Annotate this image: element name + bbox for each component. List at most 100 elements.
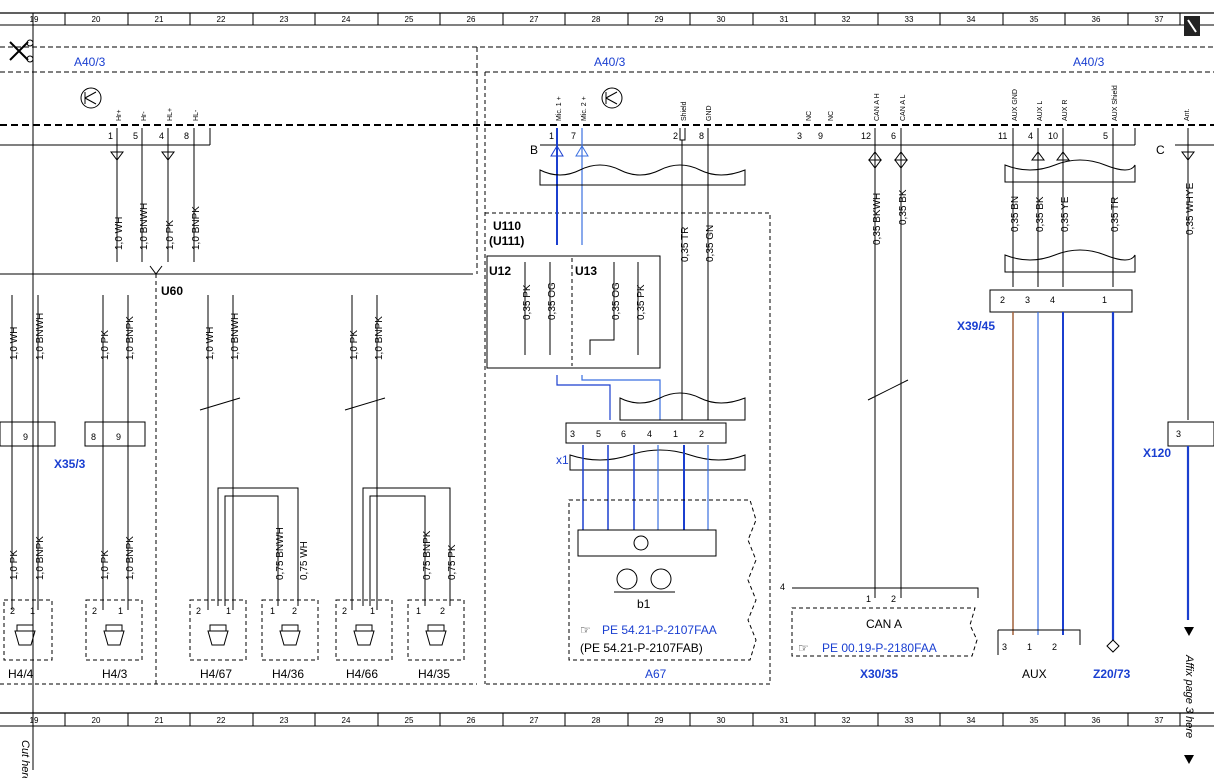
- ruler-number: 29: [655, 716, 664, 725]
- x35-label: X35/3: [54, 457, 86, 471]
- pin-number: 1: [30, 606, 35, 616]
- pin-number: 4: [647, 429, 652, 439]
- wire-label: 1,0 BNPK: [125, 316, 136, 360]
- mic-wires: [539, 128, 746, 420]
- pin-number: 5: [1103, 131, 1108, 141]
- speaker-h44: [3, 599, 53, 661]
- ruler-number: 37: [1155, 15, 1164, 24]
- u12-label: U12: [489, 264, 511, 278]
- left-top-wires: [0, 128, 473, 684]
- pin-number: 1: [270, 606, 275, 616]
- pin-number: 2: [10, 606, 15, 616]
- ruler-number: 37: [1155, 716, 1164, 725]
- wire-label: 0,35 TR: [680, 227, 691, 262]
- transistor-icon: [601, 87, 623, 109]
- reference-icon: ☞: [798, 641, 809, 655]
- wire-label: 0,75 BNPK: [422, 530, 433, 580]
- ruler-number: 26: [467, 15, 476, 24]
- x39-label: X39/45: [957, 319, 995, 333]
- top-ruler: 19 20 21 22 23 24 25 26 27 28 29 30 31 3…: [0, 12, 1214, 36]
- wire-label: 0,35 BN: [1010, 196, 1021, 232]
- ruler-number: 28: [592, 716, 601, 725]
- ruler-number: 25: [405, 15, 414, 24]
- ruler-number: 34: [967, 15, 976, 24]
- pin-name: Shield: [681, 101, 688, 121]
- a67-component: [568, 499, 757, 661]
- pe-can-link[interactable]: PE 00.19-P-2180FAA: [822, 641, 937, 655]
- wire-label: 0,35 BK: [1035, 196, 1046, 232]
- speaker-h467: [189, 599, 247, 661]
- a40-left-label: A40/3: [74, 55, 106, 69]
- pin-number: 2: [891, 594, 896, 604]
- pe-a67-link[interactable]: PE 54.21-P-2107FAA: [602, 623, 717, 637]
- u111-label: (U111): [489, 234, 524, 248]
- wire-label: 0,75 WH: [299, 541, 310, 580]
- pin-number: 8: [699, 131, 704, 141]
- ruler-number: 32: [842, 716, 851, 725]
- wire-label: 0,35 OG: [611, 282, 622, 320]
- speaker-label: H4/35: [418, 667, 450, 681]
- pin-name: NC: [828, 111, 835, 121]
- reference-icon: ☞: [580, 623, 591, 637]
- a67-label: A67: [645, 667, 667, 681]
- pin-number: 6: [621, 429, 626, 439]
- ruler-number: 27: [530, 15, 539, 24]
- ruler-number: 21: [155, 15, 164, 24]
- pin-number: 1: [673, 429, 678, 439]
- aux-label: AUX: [1022, 667, 1047, 681]
- speaker-h466: [335, 599, 393, 661]
- pin-number: 1: [866, 594, 871, 604]
- speaker-label: H4/3: [102, 667, 128, 681]
- wire-label: 1,0 BNPK: [374, 316, 385, 360]
- pin-number: 10: [1048, 131, 1058, 141]
- pin-number: 5: [596, 429, 601, 439]
- ruler-number: 20: [92, 716, 101, 725]
- wire-label: 1,0 BNWH: [35, 313, 46, 360]
- pin-number: 7: [571, 131, 576, 141]
- transistor-icon: [80, 87, 102, 109]
- wire-label: 0,35 BKWH: [872, 193, 883, 245]
- speaker-h43: [85, 599, 143, 661]
- ruler-number: 34: [967, 716, 976, 725]
- ruler-number: 27: [530, 716, 539, 725]
- ruler-number: 32: [842, 15, 851, 24]
- ruler-number: 30: [717, 716, 726, 725]
- ruler-number: 31: [780, 716, 789, 725]
- wire-label: 0,35 TR: [1110, 197, 1121, 232]
- pin-number: 3: [1025, 295, 1030, 305]
- pin-number: 5: [133, 131, 138, 141]
- x1-connector: [565, 392, 746, 471]
- pin-number: 2: [292, 606, 297, 616]
- pin-number: 3: [570, 429, 575, 439]
- ruler-number: 31: [780, 15, 789, 24]
- four-label: 4: [780, 582, 785, 592]
- pin-number: 4: [1028, 131, 1033, 141]
- x1-label: x1: [556, 453, 569, 467]
- pin-number: 2: [673, 131, 678, 141]
- pin-number: 1: [108, 131, 113, 141]
- pe-a67-alt-reference: (PE 54.21-P-2107FAB): [580, 641, 703, 655]
- pin-name: HL-: [193, 109, 200, 121]
- left-lower-wires: [0, 295, 451, 610]
- pin-number: 2: [92, 606, 97, 616]
- affix-here-label: Affix page 3 here: [1183, 654, 1195, 738]
- pin-number: 6: [891, 131, 896, 141]
- pin-number: 2: [1000, 295, 1005, 305]
- pin-name: NC: [806, 111, 813, 121]
- marker-c: C: [1156, 143, 1165, 157]
- ruler-number: 25: [405, 716, 414, 725]
- page-marker-icon: [1187, 19, 1197, 33]
- a40-frame: [0, 46, 1214, 274]
- wire-label: 0,35 YE: [1060, 196, 1071, 232]
- wire-label: 1,0 PK: [349, 330, 360, 360]
- pin-number: 3: [797, 131, 802, 141]
- wire-label: 0,35 PK: [522, 284, 533, 320]
- ruler-number: 28: [592, 15, 601, 24]
- pin-name: AUX GND: [1012, 89, 1019, 121]
- wire-label: 1,0 BNPK: [125, 536, 136, 580]
- can-wires: [791, 128, 979, 657]
- wire-label: 0,35 WHYE: [1185, 182, 1196, 235]
- ruler-number: 24: [342, 716, 351, 725]
- z20-label: Z20/73: [1093, 667, 1131, 681]
